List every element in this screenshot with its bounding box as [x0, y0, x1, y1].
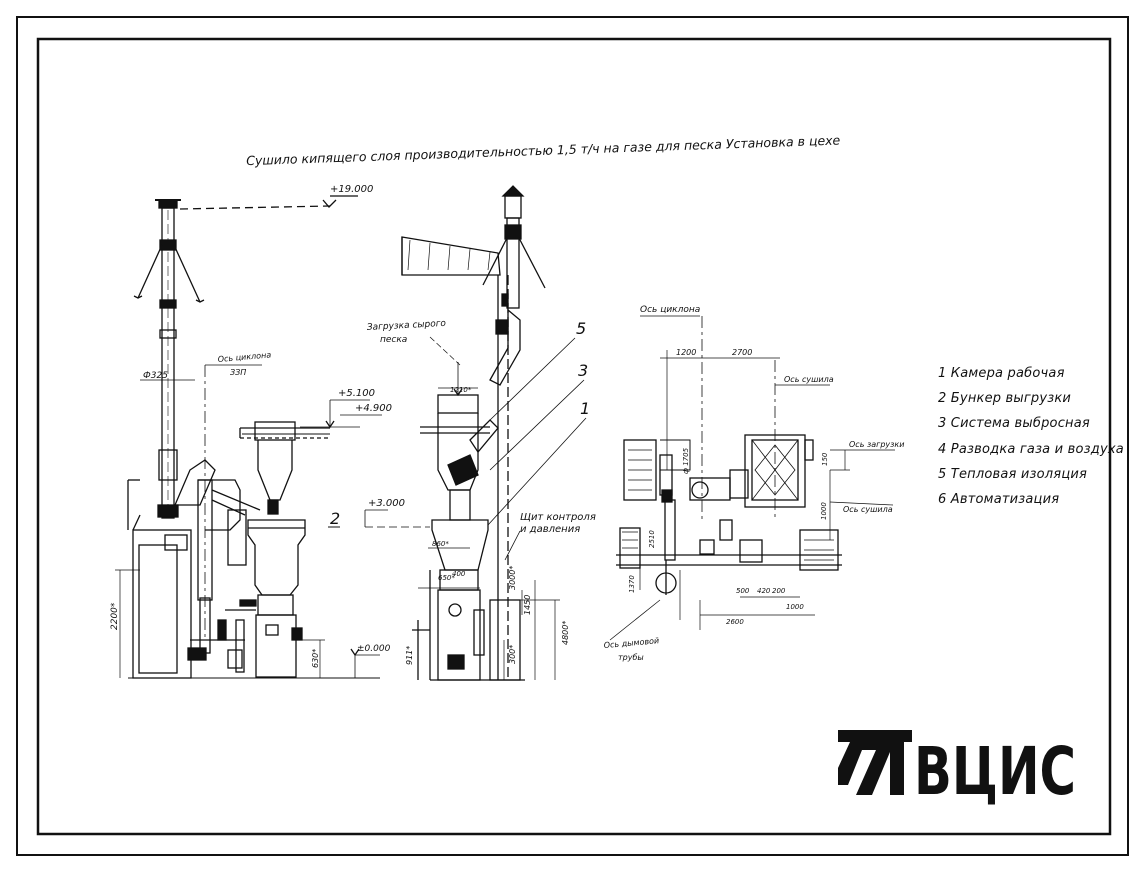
panel-label-1: Щит контроля [520, 512, 596, 523]
level-3000-label: +3.000 [368, 498, 405, 509]
load-label-2: песка [380, 335, 407, 345]
left-axis-sub: ЗЗП [230, 368, 246, 377]
legend-item-1: 1 Камера рабочая [938, 366, 1065, 381]
plan-axis-load: Ось загрузки [849, 440, 904, 449]
plan-dim-200: 200 [772, 587, 786, 595]
plan-dim-2600: 2600 [726, 618, 744, 626]
callout-5: 5 [576, 319, 586, 338]
dim-860-label: 860* [432, 540, 449, 548]
outer-frame [16, 16, 1129, 856]
plan-dim-1370: 1370 [628, 575, 636, 593]
left-axis-label: Ось циклона [217, 350, 271, 364]
plan-dim-1200: 1200 [676, 348, 696, 357]
dim-3000-label: 3000* [508, 566, 517, 590]
dim-650-label: 650* [438, 574, 455, 582]
plan-dim-1000: 1000 [786, 603, 804, 611]
dim-630-label: 630* [311, 649, 320, 668]
legend-item-5: 5 Тепловая изоляция [938, 467, 1088, 482]
diameter-label: Ф325 [143, 371, 168, 381]
dim-1450-label: 1450 [523, 595, 532, 615]
dim-4800-label: 4800* [561, 621, 570, 645]
plan-dim-2700: 2700 [732, 348, 752, 357]
dim-1210-label: 1210* [450, 386, 472, 394]
level-5100-label: +5.100 [338, 388, 375, 399]
logo-text: ВЦИС [914, 733, 1076, 810]
section-number-2: 2 [330, 509, 340, 528]
plan-view [609, 315, 895, 641]
legend-item-2: 2 Бункер выгрузки [938, 391, 1072, 406]
plan-dim-500: 500 [736, 587, 750, 595]
plan-dim-150: 150 [821, 452, 829, 466]
vniis-logo: ВЦИС [838, 730, 1076, 810]
dim-400-label: 400 [452, 570, 466, 578]
plan-axis-dryer2: Ось сушила [843, 505, 893, 514]
legend-item-6: 6 Автоматизация [938, 492, 1060, 507]
level-4900-label: +4.900 [355, 403, 392, 414]
callout-3: 3 [578, 361, 588, 380]
level-zero-label: ±0.000 [357, 644, 391, 654]
inner-frame [36, 37, 1112, 836]
load-label-1: Загрузка сырого [367, 319, 447, 333]
callout-1: 1 [580, 399, 590, 418]
plan-axis-cyclone: Ось циклона [640, 305, 700, 315]
plan-axis-dryer: Ось сушила [784, 375, 834, 384]
drawing-title: Сушило кипящего слоя производительностью… [246, 132, 841, 168]
legend-item-4: 4 Разводка газа и воздуха [938, 442, 1124, 457]
plan-dim-2510: 2510 [648, 530, 656, 548]
dim-300-label: 300* [508, 645, 517, 664]
level-top-label: +19.000 [330, 184, 373, 195]
dim-2200-label: 2200* [110, 602, 120, 630]
logo-emblem-icon [838, 730, 912, 795]
legend-item-3: 3 Система выбросная [938, 416, 1090, 431]
plan-dim-1705: ф 1705 [682, 447, 690, 474]
middle-elevation-view [401, 185, 587, 681]
dim-911-label: 911* [405, 646, 414, 665]
plan-dim-1000v: 1000 [820, 502, 828, 520]
panel-label-2: и давления [520, 524, 580, 535]
plan-axis-chimney-2: трубы [618, 653, 644, 662]
plan-dim-420: 420 [757, 587, 771, 595]
left-elevation-view [115, 195, 430, 679]
